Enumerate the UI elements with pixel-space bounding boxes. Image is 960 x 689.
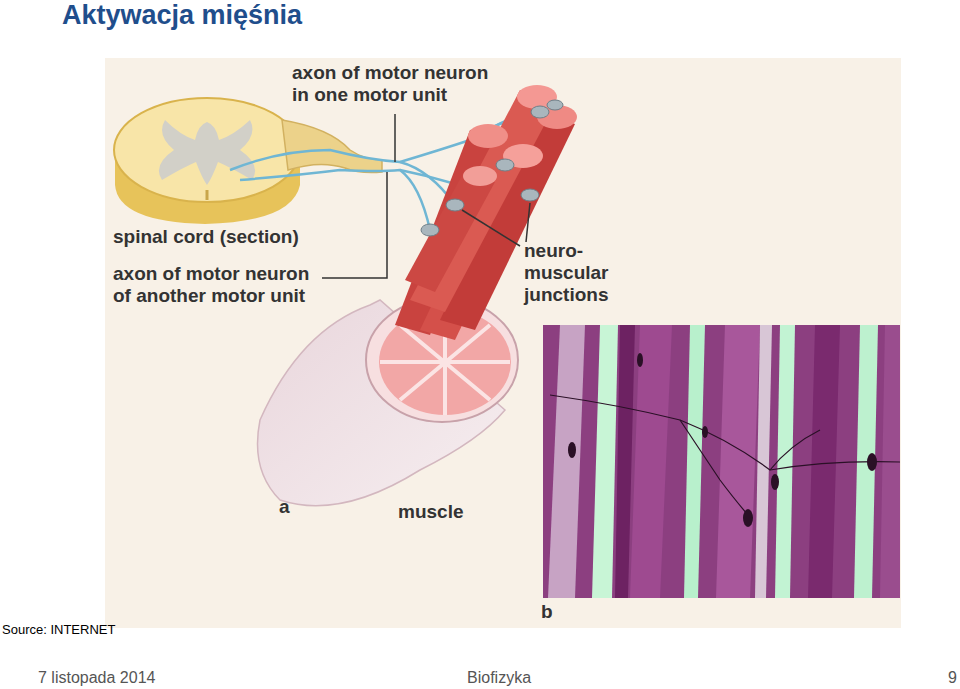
slide-title: Aktywacja mięśnia (62, 0, 302, 31)
part-label: spinal cord (section) (113, 226, 299, 248)
source-note: Source: INTERNET (2, 623, 115, 638)
leader-lines (322, 114, 530, 278)
spinal-cord (114, 98, 300, 224)
part-label: axon of motor neuron in one motor unit (292, 62, 497, 106)
footer-course: Biofizyka (467, 669, 531, 687)
junction-symbols (421, 100, 563, 236)
page-number: 9 (948, 669, 957, 687)
panel (105, 58, 901, 628)
micrograph (543, 325, 900, 598)
part-label: neuro- muscular junctions (524, 240, 624, 306)
footer-date: 7 listopada 2014 (38, 669, 155, 687)
muscle-bundle (258, 298, 519, 506)
part-label: axon of motor neuron of another motor un… (113, 263, 318, 307)
nerve-root (282, 120, 382, 173)
figure-letter: b (541, 601, 553, 623)
figure-letter: a (279, 496, 290, 518)
part-label: muscle (398, 501, 463, 523)
